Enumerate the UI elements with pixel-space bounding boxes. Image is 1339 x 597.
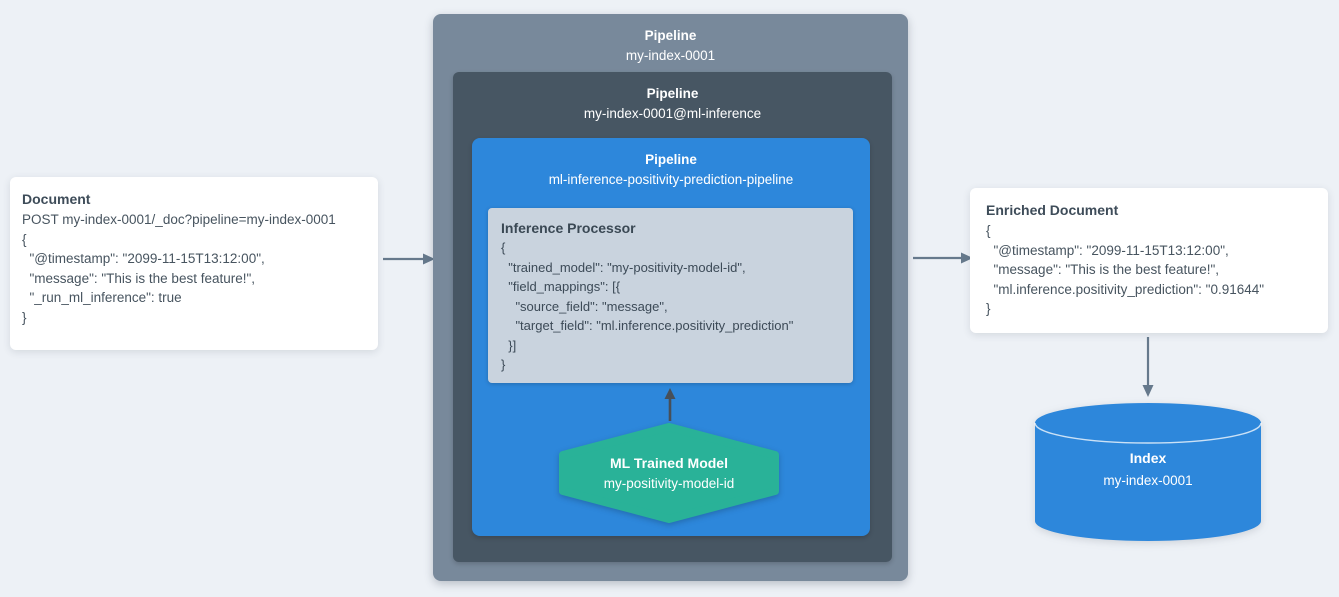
pipeline-box-outer: Pipeline my-index-0001 Pipeline my-index… — [433, 14, 908, 581]
document-card-title: Document — [22, 191, 91, 207]
pipeline-ml-inference-header: Pipeline my-index-0001@ml-inference — [453, 84, 892, 124]
pipeline-outer-title: Pipeline — [644, 28, 697, 43]
ml-trained-model-title: ML Trained Model — [610, 454, 728, 471]
flow-arrow-pipeline-to-enriched-icon — [913, 252, 973, 264]
document-code-line: POST my-index-0001/_doc?pipeline=my-inde… — [22, 212, 336, 227]
inference-processor-title: Inference Processor — [501, 220, 636, 236]
ml-trained-model-name: my-positivity-model-id — [603, 475, 735, 491]
model-to-processor-arrow-icon — [664, 388, 676, 421]
hexagon-shape-icon — [559, 423, 779, 523]
enriched-card-title: Enriched Document — [986, 202, 1119, 218]
cylinder-shape-icon — [1034, 403, 1262, 541]
ml-trained-model-label: ML Trained Model my-positivity-model-id — [558, 423, 780, 523]
ml-trained-model-hexagon: ML Trained Model my-positivity-model-id — [558, 423, 780, 523]
pipeline-ml-inference-title: Pipeline — [646, 86, 699, 101]
index-title: Index — [1129, 450, 1167, 466]
processor-code-line: "trained_model": "my-positivity-model-id… — [501, 259, 746, 275]
document-card: Document POST my-index-0001/_doc?pipelin… — [10, 177, 378, 350]
index-cylinder: Index my-index-0001 — [1033, 402, 1263, 542]
pipeline-prediction-name: ml-inference-positivity-prediction-pipel… — [548, 172, 794, 187]
processor-code-line: }] — [501, 337, 517, 353]
index-name: my-index-0001 — [1103, 473, 1193, 488]
document-code-line: "@timestamp": "2099-11-15T13:12:00", — [22, 251, 265, 266]
pipeline-outer-name: my-index-0001 — [625, 48, 716, 63]
processor-code-line: "field_mappings": [{ — [501, 279, 621, 294]
flow-arrow-enriched-to-index-icon — [1142, 337, 1154, 397]
pipeline-prediction-header: Pipeline ml-inference-positivity-predict… — [472, 150, 870, 190]
enriched-code-line: "@timestamp": "2099-11-15T13:12:00", — [986, 242, 1229, 258]
enriched-code-line: "ml.inference.positivity_prediction": "0… — [986, 281, 1265, 297]
document-code-line: } — [22, 309, 27, 325]
enriched-code-line: { — [986, 223, 991, 238]
enriched-code-line: "message": "This is the best feature!", — [986, 262, 1220, 277]
flow-arrow-document-to-pipeline-icon — [383, 253, 435, 265]
index-label: Index my-index-0001 — [1033, 448, 1263, 491]
processor-code-line: "target_field": "ml.inference.positivity… — [501, 318, 794, 333]
pipeline-outer-header: Pipeline my-index-0001 — [433, 26, 908, 66]
document-code-line: "_run_ml_inference": true — [22, 290, 182, 305]
processor-code-line: } — [501, 357, 506, 372]
document-code-line: "message": "This is the best feature!", — [22, 270, 256, 286]
processor-code-line: "source_field": "message", — [501, 298, 668, 314]
pipeline-box-prediction: Pipeline ml-inference-positivity-predict… — [472, 138, 870, 536]
inference-processor-box: Inference Processor { "trained_model": "… — [488, 208, 853, 383]
processor-code-line: { — [501, 240, 506, 255]
document-code-line: { — [22, 231, 27, 247]
pipeline-prediction-title: Pipeline — [645, 152, 697, 167]
pipeline-box-ml-inference: Pipeline my-index-0001@ml-inference Pipe… — [453, 72, 892, 562]
enriched-document-card: Enriched Document { "@timestamp": "2099-… — [970, 188, 1328, 333]
pipeline-ml-inference-name: my-index-0001@ml-inference — [583, 106, 762, 121]
enriched-code-line: } — [986, 301, 991, 316]
